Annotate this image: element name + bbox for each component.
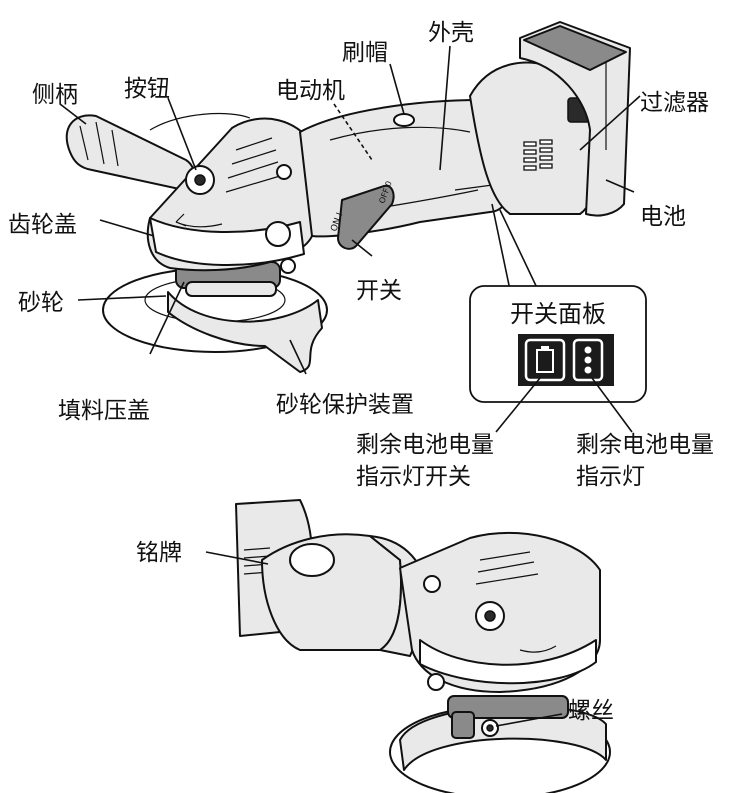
housing-label: 外壳 — [428, 20, 474, 46]
switch-panel-callout: 开关面板 — [469, 285, 647, 433]
gear-cover-label: 齿轮盖 — [8, 212, 77, 238]
wheel-guard-label: 砂轮保护装置 — [276, 392, 414, 418]
brush-cap-label: 刷帽 — [342, 40, 388, 66]
battery-label: 电池 — [640, 204, 686, 230]
air-filter-vents — [523, 139, 553, 171]
filter-label: 过滤器 — [640, 90, 709, 116]
grinder-illustration-bottom — [235, 499, 611, 793]
switch-label: 开关 — [356, 278, 402, 304]
switch-panel-label: 开关面板 — [510, 300, 606, 328]
side-handle-label: 侧柄 — [32, 82, 78, 108]
motor-label: 电动机 — [276, 78, 345, 104]
brush-cap-shape — [393, 113, 415, 127]
labels-top: 侧柄 按钮 刷帽 电动机 外壳 过滤器 齿轮盖 电池 砂轮 开关 填料压盖 砂轮… — [8, 20, 714, 490]
led-indicator-icon — [572, 338, 604, 382]
battery-icon — [524, 338, 566, 382]
button-label: 按钮 — [124, 76, 170, 102]
wheel-guard-shape — [167, 291, 323, 373]
leader-lines-top — [59, 45, 641, 375]
battery-indicator-switch-label-line1: 剩余电池电量 — [356, 432, 494, 458]
packing-gland-label: 填料压盖 — [58, 398, 150, 424]
grinder-illustration-top: ON I OFF 0 — [65, 21, 631, 373]
battery-indicator-label-line1: 剩余电池电量 — [576, 432, 714, 458]
battery-indicator-label-line2: 指示灯 — [576, 464, 645, 490]
battery-pack-shape — [519, 21, 631, 217]
screw-label: 螺丝 — [568, 698, 614, 724]
battery-indicator-switch-label-line2: 指示灯开关 — [356, 464, 471, 490]
grinding-wheel-label: 砂轮 — [18, 290, 64, 316]
switch-shape — [337, 184, 395, 250]
labels-bottom: 铭牌 螺丝 — [136, 540, 614, 727]
nameplate-label: 铭牌 — [136, 540, 182, 566]
